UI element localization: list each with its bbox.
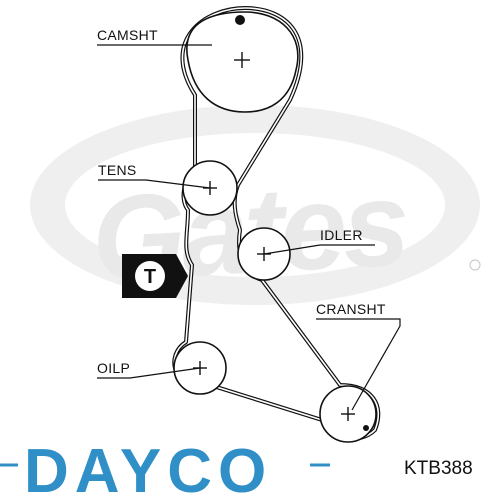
dayco-logo: DAYCO: [0, 437, 330, 500]
camshaft-pulley: [186, 11, 299, 113]
tension-marker-letter: T: [144, 266, 156, 288]
camshaft-label: CAMSHT: [97, 27, 158, 43]
brand-text: DAYCO: [24, 437, 272, 500]
tension-marker-badge: T: [122, 254, 188, 298]
belt-inner-line: [173, 7, 380, 440]
crankshaft-leader-line: [316, 318, 401, 411]
label-idler: IDLER: [263, 227, 375, 255]
crankshaft-timing-mark: [363, 425, 369, 431]
tension-marker-circle: [135, 261, 165, 291]
idler-leader-line: [263, 244, 375, 255]
tensioner-label: TENS: [98, 162, 137, 178]
label-camshaft: CAMSHT: [97, 27, 212, 46]
crankshaft-pulley: [319, 385, 377, 443]
registered-mark-icon: [469, 259, 481, 271]
idler-label: IDLER: [320, 227, 363, 243]
label-tensioner: TENS: [98, 162, 211, 189]
label-oil-pump: OILP: [97, 360, 201, 379]
oil-pump-label: OILP: [97, 360, 130, 376]
oil-pump-leader-line: [97, 367, 201, 379]
watermark-inner-ellipse: [65, 133, 445, 277]
timing-belt: [172, 6, 381, 441]
crankshaft-label: CRANSHT: [316, 301, 386, 317]
tensioner-leader-line: [98, 179, 211, 189]
part-number: KTB388: [404, 458, 473, 479]
camshaft-timing-mark: [235, 15, 245, 25]
label-crankshaft: CRANSHT: [316, 301, 401, 411]
